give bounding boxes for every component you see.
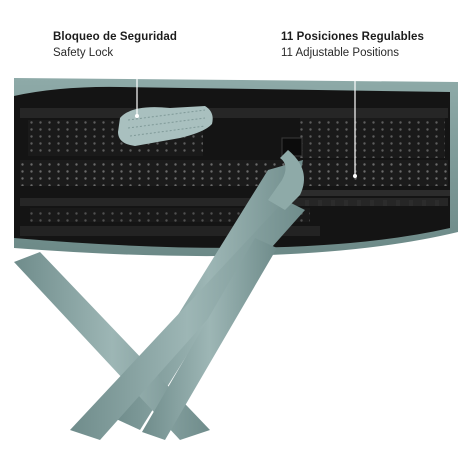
callout-title: Bloqueo de Seguridad (53, 31, 178, 43)
leg-main-curve (268, 150, 304, 210)
callout-subtitle: 11 Adjustable Positions (281, 47, 400, 59)
callout-dot-positions (353, 174, 357, 178)
callout-subtitle: Safety Lock (53, 47, 114, 59)
callout-safety-lock: Bloqueo de Seguridad Safety Lock (53, 29, 177, 61)
callout-title: 11 Posiciones Regulables (281, 31, 425, 43)
frame-rail-mid (20, 160, 448, 186)
frame-rail-lower (20, 226, 320, 236)
adjustment-rack (300, 190, 450, 206)
leg-right-cross (142, 238, 277, 440)
safety-lock-icon (118, 106, 213, 146)
callout-adjustable-positions: 11 Posiciones Regulables 11 Adjustable P… (281, 29, 424, 61)
perforation-right (300, 118, 445, 158)
leg-left-long (14, 252, 210, 440)
frame-rail-bottom (20, 198, 448, 206)
callout-dot-safety-lock (135, 114, 139, 118)
frame-rail-top (20, 108, 448, 118)
